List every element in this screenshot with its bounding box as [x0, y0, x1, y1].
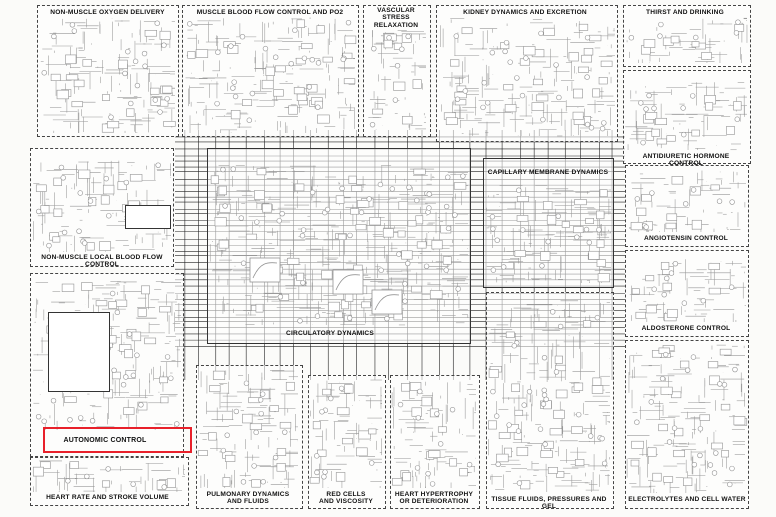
label-thirst: THIRST AND DRINKING	[646, 9, 724, 16]
label-autonomic: AUTONOMIC CONTROL	[63, 437, 147, 444]
panel-tissue-fluids	[486, 292, 614, 509]
panel-heart-rate	[30, 457, 189, 506]
label-kidney: KIDNEY DYNAMICS AND EXCRETION	[463, 9, 587, 16]
label-aldosterone: ALDOSTERONE CONTROL	[641, 325, 731, 332]
label-heart-hypertrophy: HEART HYPERTROPHY OR DETERIORATION	[394, 491, 474, 506]
label-electrolytes: ELECTROLYTES AND CELL WATER	[628, 496, 746, 503]
label-angiotensin: ANGIOTENSIN CONTROL	[643, 235, 729, 242]
panel-circulatory	[207, 148, 471, 344]
label-pulmonary: PULMONARY DYNAMICS AND FLUIDS	[206, 491, 290, 506]
label-red-cells: RED CELLS AND VISCOSITY	[319, 491, 373, 506]
non-muscle-equation-list	[125, 205, 171, 229]
panel-angiotensin	[625, 165, 749, 247]
label-adh: ANTIDIURETIC HORMONE CONTROL	[642, 153, 730, 168]
panel-red-cells	[308, 375, 386, 509]
label-vascular-stress: VASCULAR STRESS RELAXATION	[373, 7, 419, 29]
panel-thirst	[623, 5, 751, 67]
panel-muscle-blood-flow	[182, 5, 359, 137]
autonomic-equation-list	[48, 312, 110, 392]
label-tissue-fluids: TISSUE FLUIDS, PRESSURES AND GEL	[491, 496, 607, 511]
autonomic-control-highlight	[43, 427, 192, 453]
panel-kidney	[436, 5, 618, 142]
panel-pulmonary	[196, 365, 303, 509]
panel-capillary	[483, 158, 614, 288]
label-circulatory: CIRCULATORY DYNAMICS	[285, 330, 374, 337]
panel-adh	[623, 70, 751, 164]
panel-non-muscle-oxygen	[37, 5, 179, 137]
label-non-muscle-local: NON-MUSCLE LOCAL BLOOD FLOW CONTROL	[41, 254, 163, 269]
panel-aldosterone	[625, 250, 749, 337]
panel-electrolytes	[625, 340, 749, 509]
panel-heart-hypertrophy	[390, 375, 480, 509]
label-capillary: CAPILLARY MEMBRANE DYNAMICS	[487, 169, 609, 176]
panel-vascular-stress	[363, 5, 431, 137]
label-muscle-blood-flow: MUSCLE BLOOD FLOW CONTROL AND PO2	[196, 9, 344, 16]
label-heart-rate: HEART RATE AND STROKE VOLUME	[46, 494, 169, 501]
label-non-muscle-oxygen: NON-MUSCLE OXYGEN DELIVERY	[50, 9, 165, 16]
